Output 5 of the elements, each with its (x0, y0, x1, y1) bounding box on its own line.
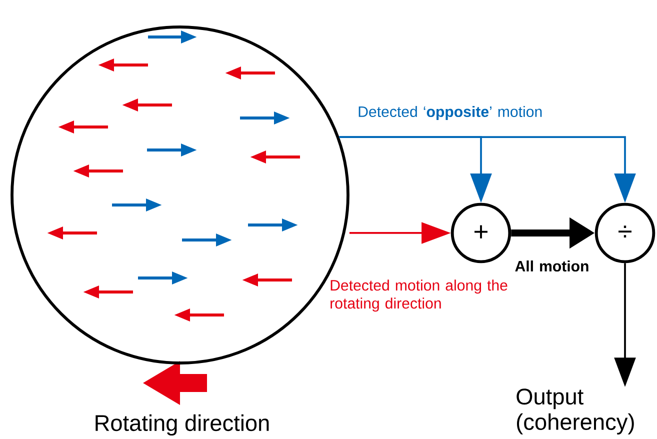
edge-label: Detected motion along the rotating direction (330, 280, 508, 312)
output-text: Output (coherency) (516, 388, 634, 434)
edge-label: All motion (515, 260, 588, 272)
edge-label: Detected ‘opposite’ motion (358, 106, 542, 120)
caption-text: Rotating direction (96, 414, 269, 436)
